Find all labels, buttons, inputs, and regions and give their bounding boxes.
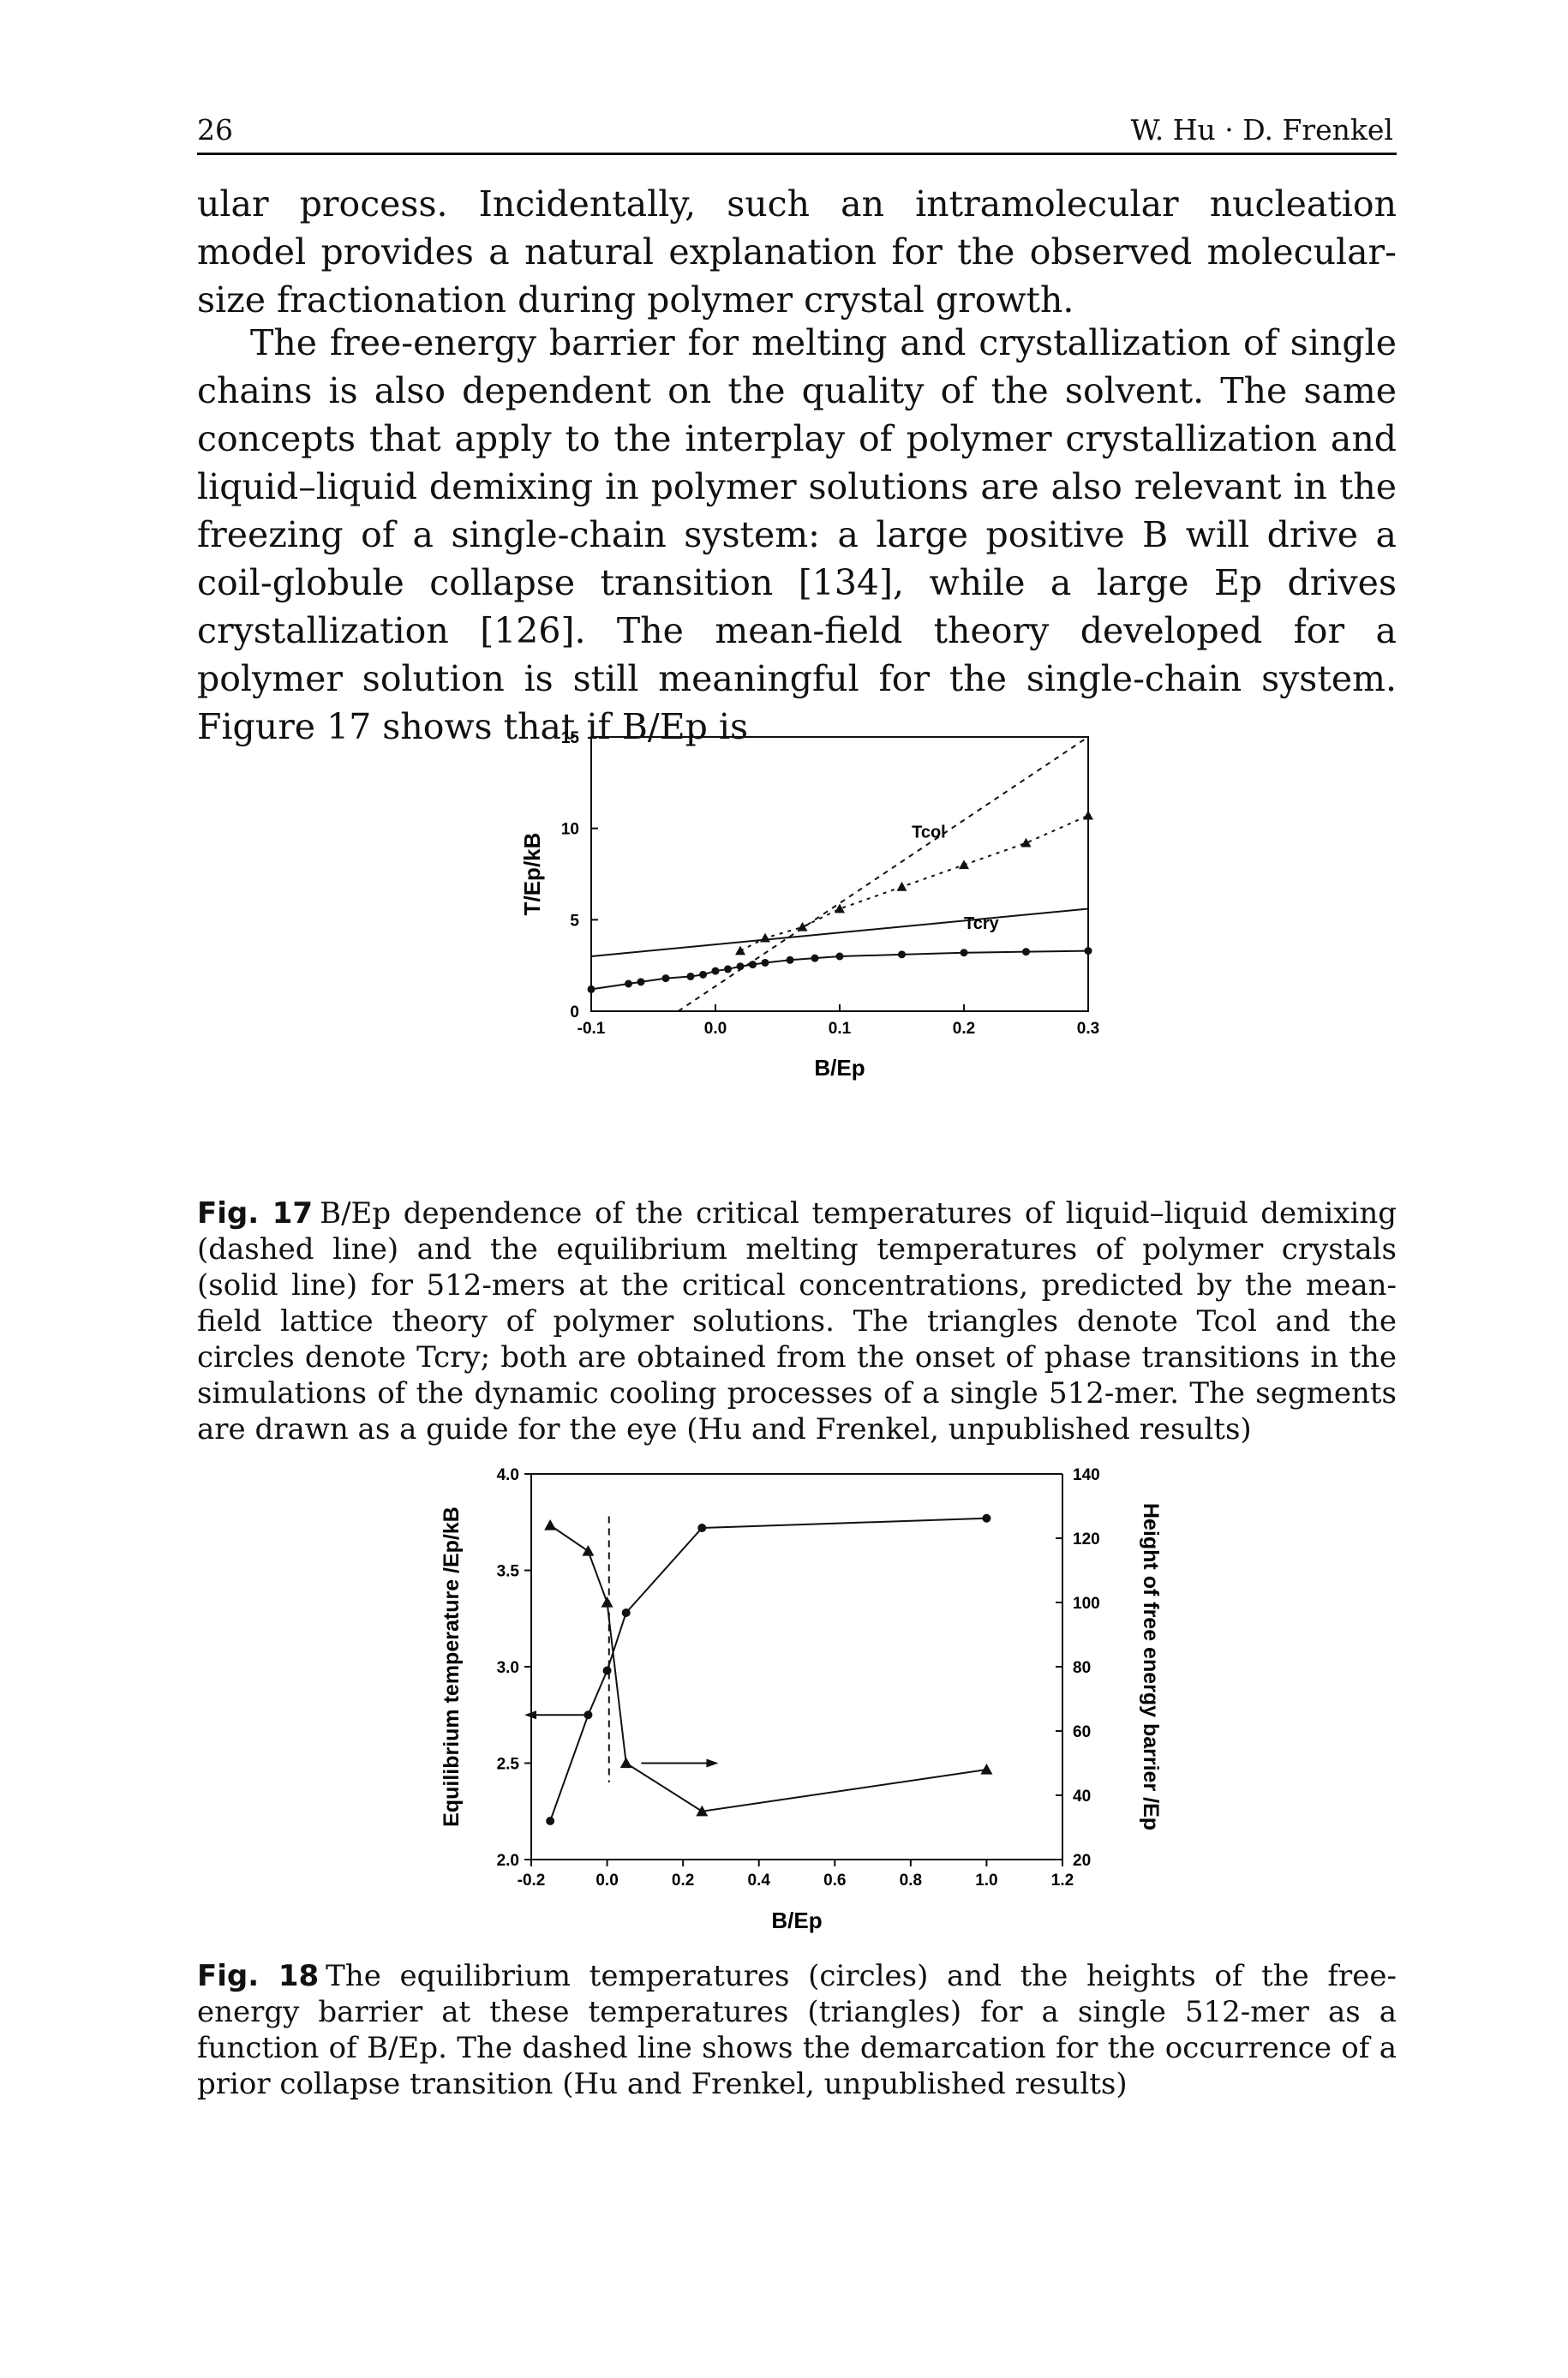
y-right-tick-label: 20 [1073,1852,1091,1870]
circle-point [625,979,632,988]
triangle-point [896,881,907,891]
triangle-point [544,1519,557,1530]
circle-point [637,978,645,986]
arrow-left-head [524,1710,536,1720]
x-tick-label: 0.3 [1077,1020,1099,1038]
arrow-right-head [706,1758,719,1768]
plot-frame [590,736,1089,1012]
y-right-tick-label: 40 [1073,1788,1091,1806]
circle-point [602,1666,612,1675]
triangle-point [619,1757,632,1769]
circle-point [724,965,732,973]
running-authors: W. Hu · D. Frenkel [1130,113,1393,147]
circle-point [711,967,720,975]
tcol-series-line [739,814,1089,952]
circle-point [686,972,695,980]
y-right-tick-label: 140 [1073,1466,1100,1484]
triangle-point [735,945,745,955]
equilibrium-temperature-line [549,1517,987,1822]
x-tick-label: 0.2 [953,1020,975,1038]
caption-label: Fig. 18 [197,1959,320,1993]
circle-point [786,955,794,964]
y-tick-label: 3.5 [497,1563,520,1581]
circle-point [584,1710,593,1720]
x-tick-label: 0.0 [704,1020,727,1038]
circle-point [587,985,595,993]
x-tick-label: 0.8 [900,1872,922,1890]
triangle-point [1020,837,1032,848]
page-number: 26 [197,113,233,147]
x-tick-label: 0.6 [823,1872,846,1890]
y-tick-label: 2.0 [497,1852,519,1870]
y-axis-label: Equilibrium temperature /Ep/kB [440,1506,464,1827]
y-right-tick-label: 100 [1073,1595,1100,1613]
y-tick-label: 4.0 [497,1466,519,1484]
y-right-axis-label: Height of free energy barrier /Ep [1139,1503,1163,1830]
triangle-point [835,903,845,913]
paragraph-1: ular process. Incidentally, such an intr… [197,180,1397,324]
caption-text: B/Ep dependence of the critical temperat… [197,1196,1397,1447]
page-header: 26 W. Hu · D. Frenkel [197,110,1397,155]
y-right-tick-label: 60 [1073,1723,1091,1741]
triangle-point [696,1805,709,1817]
barrier-height-line [549,1524,987,1812]
circle-point [661,974,670,983]
solid-melting-line [590,907,1089,957]
x-tick-label: -0.1 [578,1020,606,1038]
circle-point [736,962,745,971]
y-tick-label: 3.0 [497,1659,519,1677]
x-tick-label: 0.0 [595,1872,618,1890]
x-tick-label: 1.0 [975,1872,997,1890]
circle-point [761,958,769,967]
y-tick-label: 10 [561,821,579,839]
x-tick-label: -0.2 [518,1872,546,1890]
y-axis-label: T/Ep/kB [519,833,545,916]
x-tick-label: 0.2 [672,1872,694,1890]
triangle-point [980,1764,993,1775]
y-right-tick-label: 120 [1073,1530,1100,1548]
y-right-tick-label: 80 [1073,1659,1091,1677]
triangle-point [601,1596,613,1608]
y-tick-label: 15 [561,729,580,747]
triangle-point [797,921,808,931]
paragraph-text: ular process. Incidentally, such an intr… [197,183,1397,320]
circle-point [546,1817,555,1825]
caption-label: Fig. 17 [197,1196,314,1231]
circle-point [749,961,757,969]
circle-point [835,952,844,961]
paragraph-text: The free-energy barrier for melting and … [197,322,1397,747]
triangle-point [582,1545,595,1556]
figure-18-chart: -0.2 0.0 0.2 0.4 0.6 0.8 1.0 1.2 2.0 2.5 3.0 3.5 4.0… [440,1466,1163,1933]
y-tick-label: 5 [570,912,579,930]
circle-point [697,1524,707,1532]
triangle-point [1083,810,1093,820]
circle-point [699,970,707,979]
circle-point [1084,947,1092,955]
y-tick-label: 0 [570,1003,579,1021]
circle-point [1022,948,1030,956]
x-tick-label: 0.1 [829,1020,852,1038]
x-tick-label: 1.2 [1051,1872,1074,1890]
x-axis-label: B/Ep [814,1055,865,1081]
circle-point [960,949,968,957]
x-axis-label: B/Ep [771,1908,822,1933]
caption-text: The equilibrium temperatures (circles) a… [197,1959,1397,2101]
circle-point [982,1513,991,1523]
paragraph-2: The free-energy barrier for melting and … [197,319,1397,751]
circle-point [621,1608,631,1617]
circle-point [898,950,906,959]
annotation-tcol: Tcol [912,823,946,842]
x-tick-label: 0.4 [748,1872,771,1890]
y-tick-label: 2.5 [497,1756,520,1774]
triangle-point [760,932,770,943]
tcry-series-line [590,949,1089,991]
triangle-point [959,860,969,870]
circle-point [811,954,819,962]
